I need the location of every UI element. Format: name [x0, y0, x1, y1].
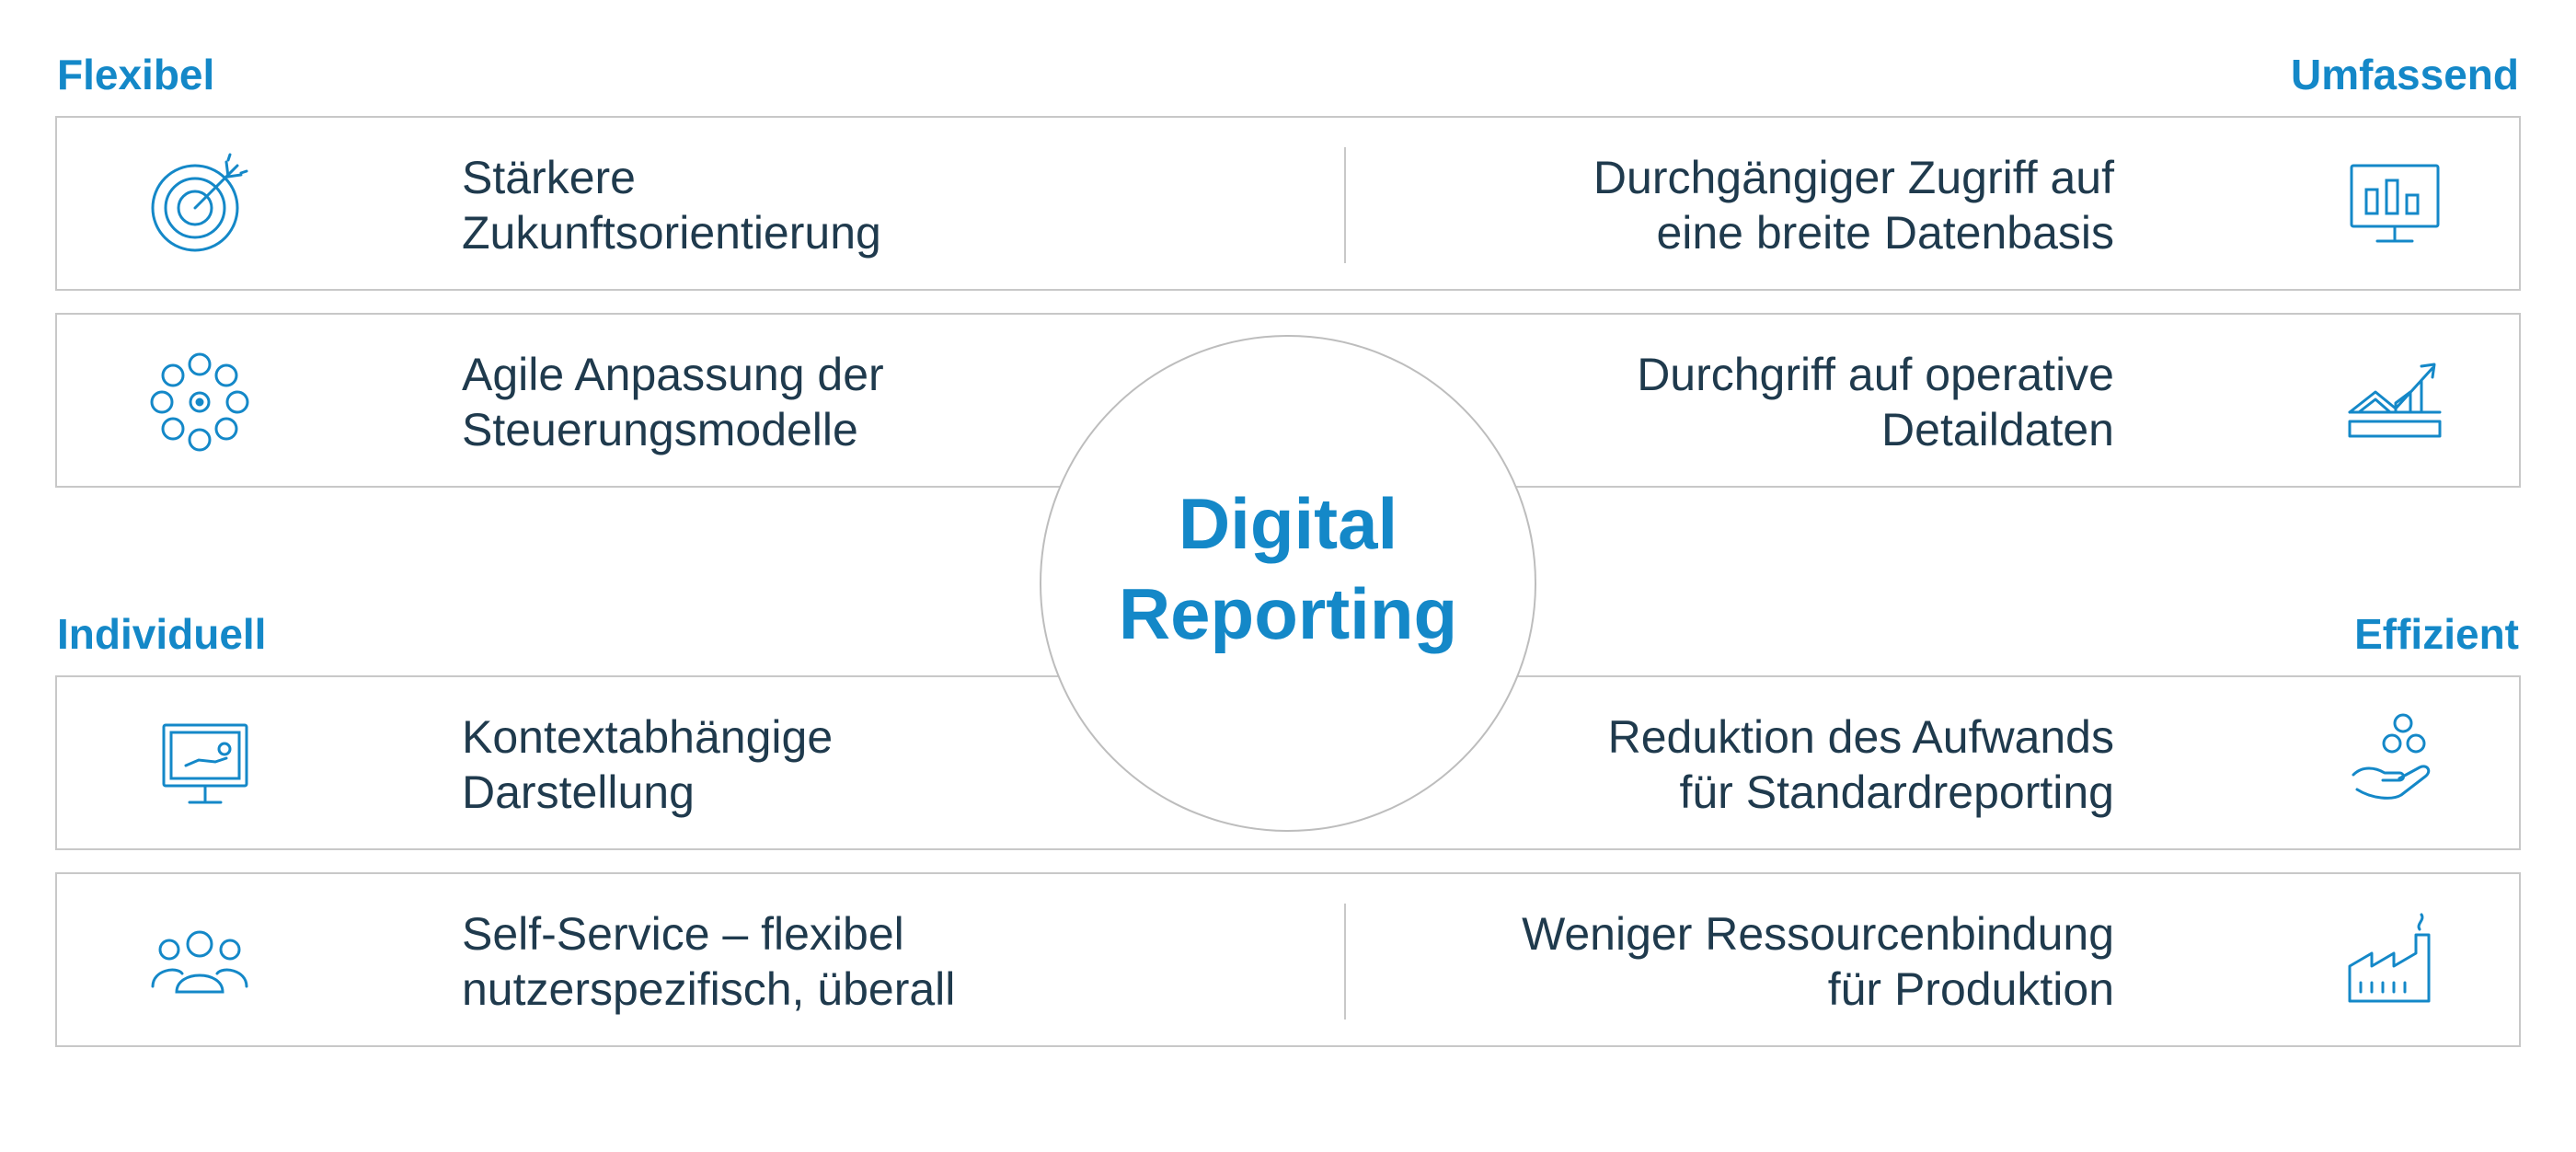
text-line: Weniger Ressourcenbindung — [1522, 908, 2114, 960]
text-line: eine breite Datenbasis — [1656, 207, 2114, 259]
text-line: Detaildaten — [1881, 404, 2114, 455]
row-divider — [1344, 904, 1346, 1020]
text-line: Zukunftsorientierung — [462, 207, 881, 259]
factory-icon — [2344, 909, 2445, 1010]
text-line: Durchgriff auf operative — [1637, 349, 2114, 400]
text-line: Agile Anpassung der — [462, 349, 884, 400]
row-1: Stärkere Zukunftsorientierung Durchgängi… — [55, 116, 2521, 291]
text-line: Self-Service – flexibel — [462, 908, 904, 960]
presentation-screen-icon — [158, 714, 259, 815]
text-line: für Produktion — [1827, 963, 2114, 1015]
label-individuell: Individuell — [57, 610, 267, 658]
text-line: Stärkere — [462, 152, 636, 203]
row-3-left-text: Kontextabhängige Darstellung — [462, 709, 833, 820]
row-1-left-text: Stärkere Zukunftsorientierung — [462, 150, 881, 260]
hand-coins-icon — [2344, 712, 2445, 813]
center-title-line: Digital — [1178, 483, 1398, 564]
row-divider — [1344, 147, 1346, 263]
center-title-line: Reporting — [1118, 573, 1458, 654]
row-3-right-text: Reduktion des Aufwands für Standardrepor… — [1608, 709, 2114, 820]
row-2-right-text: Durchgriff auf operative Detaildaten — [1637, 347, 2114, 457]
text-line: Durchgängiger Zugriff auf — [1593, 152, 2114, 203]
growth-chart-icon — [2344, 351, 2445, 453]
user-group-icon — [149, 911, 250, 1012]
row-4: Self-Service – flexibel nutzerspezifisch… — [55, 872, 2521, 1047]
text-line: Kontextabhängige — [462, 711, 834, 763]
row-2-left-text: Agile Anpassung der Steuerungsmodelle — [462, 347, 884, 457]
row-4-left-text: Self-Service – flexibel nutzerspezifisch… — [462, 906, 955, 1017]
row-4-right-text: Weniger Ressourcenbindung für Produktion — [1522, 906, 2114, 1017]
center-circle — [1040, 335, 1536, 832]
text-line: nutzerspezifisch, überall — [462, 963, 956, 1015]
label-umfassend: Umfassend — [2291, 51, 2519, 98]
label-effizient: Effizient — [2354, 610, 2519, 658]
center-title: Digital Reporting — [1040, 478, 1536, 659]
text-line: Reduktion des Aufwands — [1607, 711, 2114, 763]
text-line: Steuerungsmodelle — [462, 404, 858, 455]
text-line: für Standardreporting — [1679, 766, 2114, 818]
target-icon — [149, 153, 250, 254]
row-1-right-text: Durchgängiger Zugriff auf eine breite Da… — [1593, 150, 2114, 260]
circle-network-icon — [149, 351, 250, 453]
text-line: Darstellung — [462, 766, 695, 818]
label-flexibel: Flexibel — [57, 51, 215, 98]
monitor-chart-icon — [2344, 153, 2445, 254]
